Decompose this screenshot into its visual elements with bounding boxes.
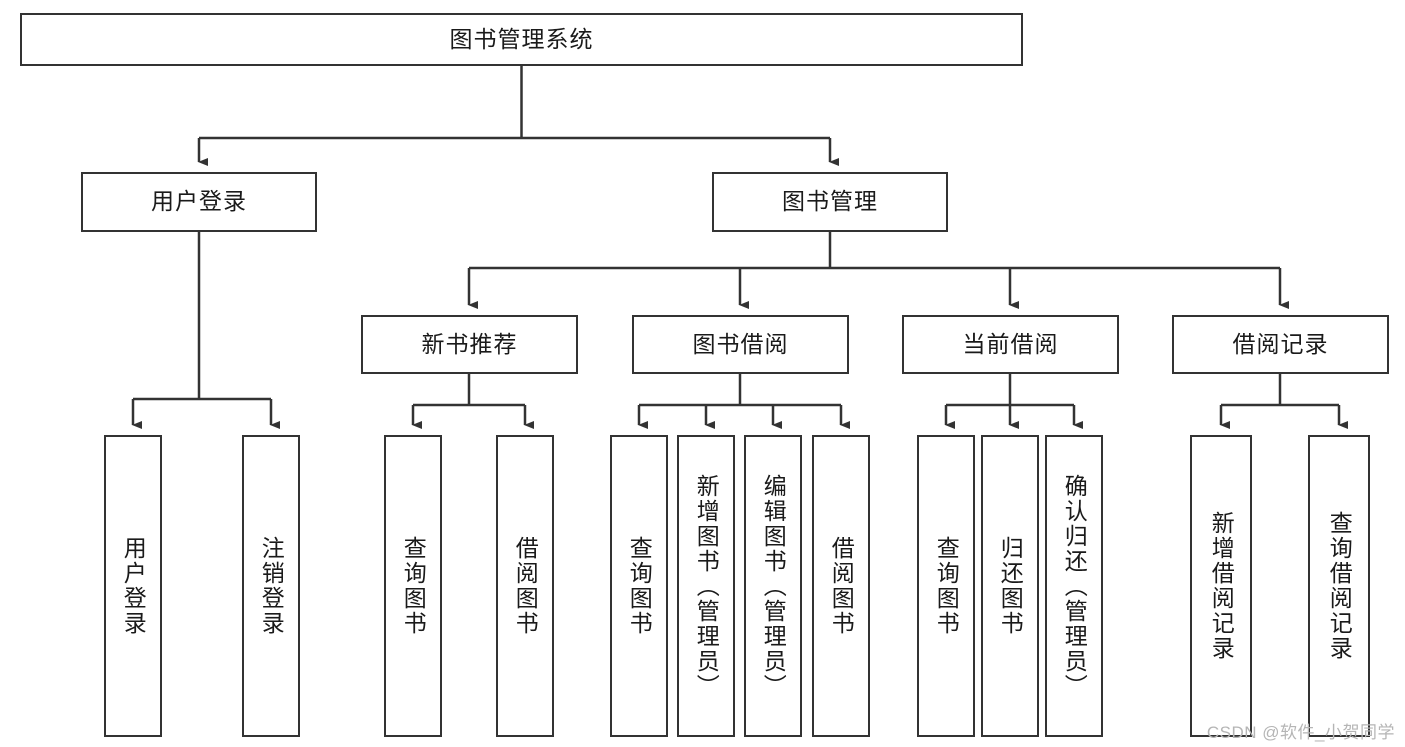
node-label: 借阅图书 bbox=[828, 536, 855, 636]
csdn-watermark: CSDN @软件_小贺同学 bbox=[1206, 723, 1395, 742]
node-label: 查询图书 bbox=[933, 536, 960, 636]
node-leaf-edit-book-admin[interactable]: 编辑图书（管理员） bbox=[744, 435, 802, 737]
node-label: 查询图书 bbox=[400, 536, 427, 636]
node-label: 借阅图书 bbox=[512, 536, 539, 636]
node-label: 编辑图书（管理员） bbox=[760, 473, 787, 699]
node-label: 归还图书 bbox=[997, 536, 1024, 636]
node-label: 图书管理系统 bbox=[449, 25, 594, 52]
node-label: 注销登录 bbox=[258, 536, 285, 636]
node-book-management[interactable]: 图书管理 bbox=[712, 172, 948, 232]
node-leaf-user-login[interactable]: 用户登录 bbox=[104, 435, 162, 737]
node-leaf-query-book-borrow[interactable]: 查询图书 bbox=[610, 435, 668, 737]
node-leaf-borrow-book-recommend[interactable]: 借阅图书 bbox=[496, 435, 554, 737]
node-label: 确认归还（管理员） bbox=[1061, 473, 1088, 699]
node-leaf-add-book-admin[interactable]: 新增图书（管理员） bbox=[677, 435, 735, 737]
node-current-borrow[interactable]: 当前借阅 bbox=[902, 315, 1119, 374]
node-leaf-add-borrow-record[interactable]: 新增借阅记录 bbox=[1190, 435, 1252, 737]
node-label: 图书管理 bbox=[782, 188, 878, 215]
node-label: 用户登录 bbox=[120, 536, 147, 636]
node-user-login[interactable]: 用户登录 bbox=[81, 172, 317, 232]
node-leaf-return-book[interactable]: 归还图书 bbox=[981, 435, 1039, 737]
node-label: 借阅记录 bbox=[1232, 330, 1329, 357]
node-label: 新增借阅记录 bbox=[1208, 511, 1235, 661]
node-leaf-borrow-book[interactable]: 借阅图书 bbox=[812, 435, 870, 737]
node-label: 新增图书（管理员） bbox=[693, 473, 720, 699]
node-leaf-query-borrow-record[interactable]: 查询借阅记录 bbox=[1308, 435, 1370, 737]
node-label: 查询借阅记录 bbox=[1326, 511, 1353, 661]
node-leaf-query-book-current[interactable]: 查询图书 bbox=[917, 435, 975, 737]
node-new-book-recommend[interactable]: 新书推荐 bbox=[361, 315, 578, 374]
node-label: 用户登录 bbox=[151, 188, 247, 215]
node-label: 当前借阅 bbox=[962, 330, 1059, 357]
node-label: 新书推荐 bbox=[421, 330, 518, 357]
node-leaf-confirm-return-admin[interactable]: 确认归还（管理员） bbox=[1045, 435, 1103, 737]
node-label: 图书借阅 bbox=[692, 330, 789, 357]
node-label: 查询图书 bbox=[626, 536, 653, 636]
node-borrow-record[interactable]: 借阅记录 bbox=[1172, 315, 1389, 374]
node-root-library-system[interactable]: 图书管理系统 bbox=[20, 13, 1023, 66]
node-leaf-logout[interactable]: 注销登录 bbox=[242, 435, 300, 737]
node-book-borrow[interactable]: 图书借阅 bbox=[632, 315, 849, 374]
node-leaf-query-book-recommend[interactable]: 查询图书 bbox=[384, 435, 442, 737]
